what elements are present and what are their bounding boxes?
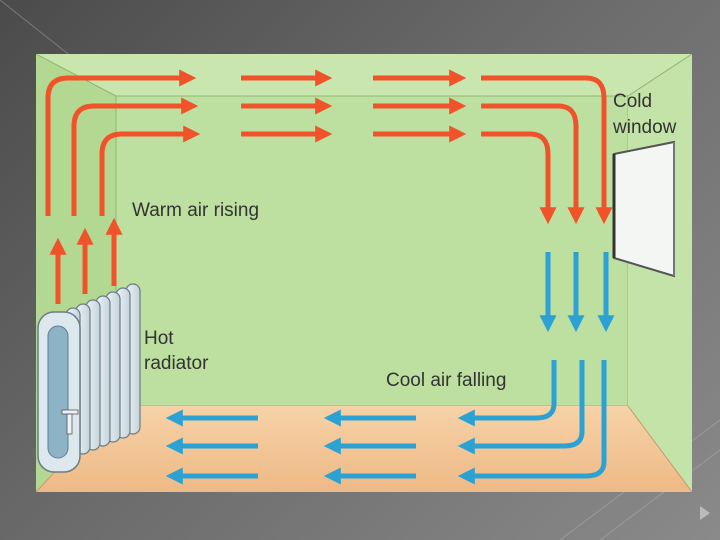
cold-window (612, 140, 675, 278)
hot-radiator (37, 283, 141, 473)
cool-arrow-curve (457, 360, 607, 485)
warm-arrow-descending (481, 103, 585, 225)
cool-arrow-curve (457, 360, 585, 455)
cool-arrow-curve (457, 360, 557, 427)
corner-line (627, 405, 692, 492)
cool-air-arrows (165, 252, 615, 485)
warm-arrow-curve (71, 97, 199, 216)
room-scene (36, 54, 692, 492)
floor (36, 406, 692, 492)
ceiling (36, 54, 692, 96)
slide-arrow-icon (700, 506, 710, 520)
convection-diagram: Cold window Warm air rising Hot radiator… (36, 54, 692, 492)
warm-arrow-descending (481, 75, 613, 225)
corner-line (627, 54, 692, 97)
hot-radiator-label-line1: Hot (144, 328, 174, 349)
room (36, 54, 692, 492)
warm-arrow-curve (45, 69, 197, 216)
warm-arrow-curve (99, 125, 201, 216)
warm-air-arrows (45, 69, 613, 304)
cold-window-label-line2: window (613, 117, 677, 138)
cool-air-label: Cool air falling (386, 370, 507, 391)
warm-arrow-descending (481, 131, 557, 225)
cold-window-label-line1: Cold (613, 91, 653, 112)
warm-air-label: Warm air rising (132, 200, 260, 221)
hot-radiator-label-line2: radiator (144, 353, 209, 374)
corner-line (36, 54, 117, 97)
